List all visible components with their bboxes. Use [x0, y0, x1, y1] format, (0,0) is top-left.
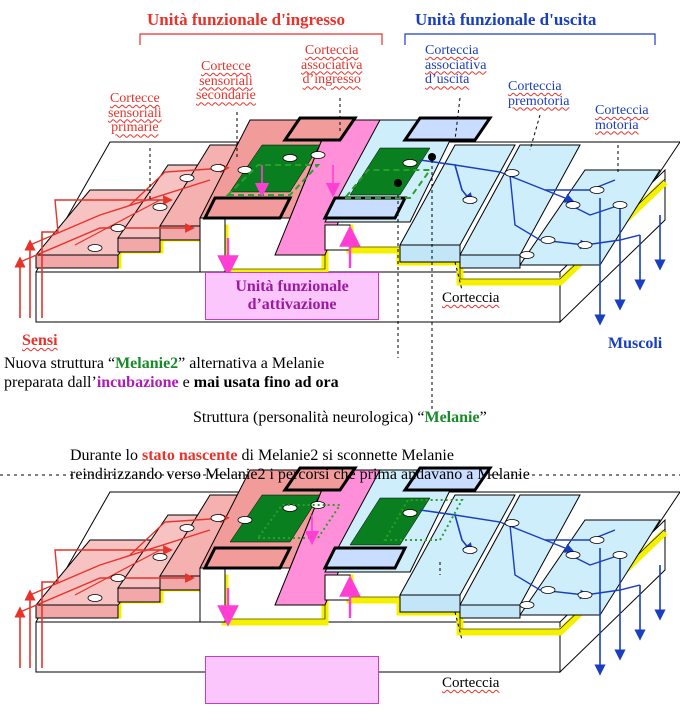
corteccia-label-bottom: Corteccia	[442, 675, 500, 691]
label-secondary-sensory: Cortecce sensoriali secondarie	[196, 59, 256, 104]
input-bracket	[139, 33, 383, 45]
label-motor: Corteccia motoria	[595, 103, 649, 133]
input-unit-header: Unità funzionale d'ingresso	[147, 10, 346, 29]
muscoli-label: Muscoli	[608, 335, 663, 352]
output-unit-header: Unità funzionale d'uscita	[415, 10, 597, 29]
nascent-state-description: Durante lo stato nascente di Melanie2 si…	[70, 447, 530, 483]
sensi-label: Sensi	[22, 332, 58, 349]
activation-unit-box-bottom	[205, 656, 379, 704]
label-premotor: Corteccia premotoria	[508, 79, 570, 109]
label-primary-sensory: Cortecce sensoriali primarie	[108, 91, 162, 136]
label-assoc-output: Corteccia associativa d’uscita	[425, 43, 487, 88]
corteccia-label: Corteccia	[442, 290, 500, 306]
top-diagram	[20, 97, 680, 410]
activation-unit-box: Unità funzionale d’attivazione	[205, 272, 379, 320]
melanie2-description: Nuova struttura “Melanie2” alternativa a…	[4, 355, 339, 391]
bottom-diagram	[20, 468, 680, 672]
melanie-description: Struttura (personalità neurologica) “Mel…	[193, 409, 487, 426]
output-bracket	[404, 33, 656, 45]
label-assoc-input: Corteccia associativa d’ingresso	[301, 43, 363, 88]
